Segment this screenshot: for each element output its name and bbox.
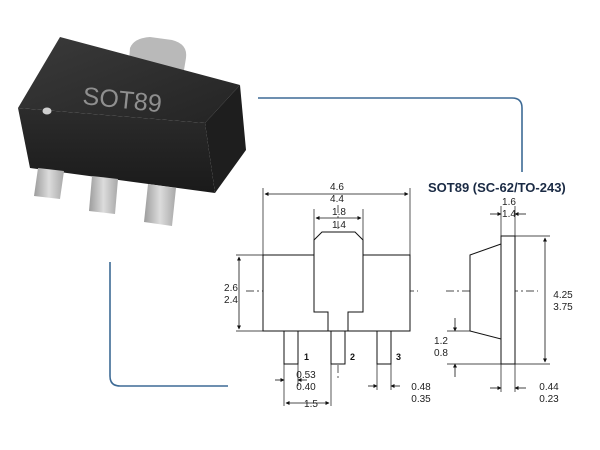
dim-lead-length-max: 1.2	[434, 336, 448, 347]
dim-pin-width-outer-min: 0.40	[296, 382, 316, 393]
sot89-package-photo: SOT89	[18, 37, 246, 226]
pin-label-3: 3	[396, 352, 401, 362]
body-front-face	[18, 108, 215, 193]
dim-pin-width-center-max: 0.48	[411, 382, 431, 393]
dim-overall-length-max: 4.25	[553, 290, 573, 301]
pin-label-1: 1	[304, 352, 309, 362]
lead-2	[89, 176, 118, 214]
dim-side-tab-thickness-min: 1.4	[502, 209, 516, 220]
dim-lead-thickness-max: 0.44	[539, 382, 559, 393]
dim-pin-width-center-min: 0.35	[411, 394, 431, 405]
dim-side-tab-thickness-max: 1.6	[502, 197, 516, 208]
dim-lead-length-min: 0.8	[434, 348, 448, 359]
pin-label-2: 2	[350, 352, 355, 362]
dim-tab-width-max: 1.8	[332, 207, 346, 218]
dim-body-height-max: 2.6	[224, 283, 238, 294]
dim-overall-width-min: 4.4	[330, 194, 344, 205]
lead-1	[34, 168, 64, 199]
dim-overall-length-min: 3.75	[553, 302, 573, 313]
top-view-tab	[313, 255, 364, 331]
dimension-labels: 4.6 4.4 1.8 1.4 2.6 2.4 0.53 0.40 1.5 0.…	[224, 182, 573, 410]
drawing-title: SOT89 (SC-62/TO-243)	[428, 180, 566, 195]
top-view-pin-1	[283, 330, 299, 365]
side-view-drawing	[446, 206, 550, 392]
accent-connector-lines	[109, 97, 523, 387]
dim-pin-pitch: 1.5	[304, 399, 318, 410]
top-view-body	[262, 231, 411, 332]
top-view-drawing	[236, 188, 418, 406]
pin-number-labels: 1 2 3	[304, 352, 401, 362]
top-view-pin-3	[376, 330, 392, 365]
top-view-pin-2	[330, 330, 346, 365]
dim-tab-width-min: 1.4	[332, 220, 346, 231]
dim-body-height-min: 2.4	[224, 295, 238, 306]
dim-pin-width-outer-max: 0.53	[296, 370, 316, 381]
dim-overall-width-max: 4.6	[330, 182, 344, 193]
side-view-lead	[500, 235, 516, 365]
lead-3	[144, 184, 176, 226]
body-side-face	[205, 85, 246, 193]
pin1-dot-icon	[42, 107, 52, 115]
side-view-body	[469, 243, 502, 340]
body-top-face	[18, 37, 240, 123]
dim-lead-thickness-min: 0.23	[539, 394, 559, 405]
